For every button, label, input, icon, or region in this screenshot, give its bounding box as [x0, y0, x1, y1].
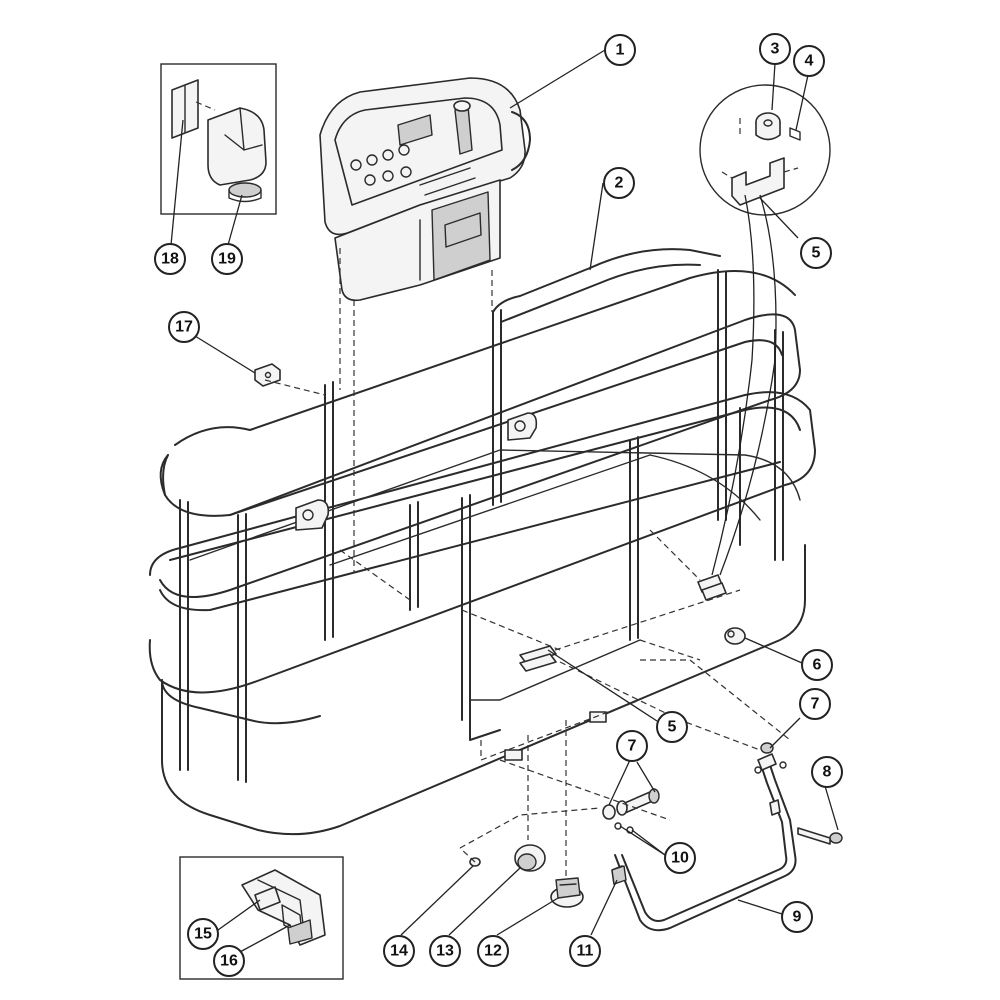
control-console	[319, 77, 531, 302]
svg-text:12: 12	[484, 943, 502, 960]
callout-11: 11	[569, 935, 601, 967]
svg-text:3: 3	[771, 41, 780, 58]
svg-text:6: 6	[813, 657, 822, 674]
svg-text:2: 2	[615, 175, 624, 192]
callout-13: 13	[429, 935, 461, 967]
inset-pivot-detail	[699, 84, 831, 216]
callout-14: 14	[383, 935, 415, 967]
svg-text:13: 13	[436, 943, 454, 960]
svg-text:7: 7	[628, 738, 637, 755]
callout-6: 6	[801, 649, 833, 681]
svg-text:18: 18	[161, 251, 179, 268]
svg-text:10: 10	[671, 850, 689, 867]
platform-basket	[148, 248, 816, 836]
inset-lanyard-anchor	[160, 63, 277, 215]
part-11-clip	[611, 865, 627, 885]
svg-text:17: 17	[175, 319, 193, 336]
callout-19: 19	[211, 243, 243, 275]
svg-text:5: 5	[812, 245, 821, 262]
svg-text:7: 7	[811, 696, 820, 713]
leader-lines	[170, 49, 839, 954]
svg-text:19: 19	[218, 251, 236, 268]
part-5-lower-bracket	[519, 645, 557, 672]
part-17-bracket	[254, 363, 281, 387]
callout-12: 12	[477, 935, 509, 967]
callout-5-lower: 5	[656, 711, 688, 743]
callout-7-right: 7	[799, 688, 831, 720]
part-5-upper-bracket	[697, 574, 727, 601]
svg-text:11: 11	[577, 943, 594, 960]
svg-text:8: 8	[823, 764, 832, 781]
part-12-footswitch	[550, 877, 584, 908]
assembly-lines	[264, 248, 791, 880]
part-13-horn	[514, 844, 546, 872]
callout-1: 1	[604, 34, 636, 66]
svg-text:15: 15	[194, 926, 212, 943]
callout-9: 9	[781, 901, 813, 933]
svg-text:1: 1	[616, 42, 625, 59]
part-6-bushing	[724, 627, 746, 645]
svg-text:4: 4	[805, 53, 814, 70]
callout-5-upper: 5	[800, 237, 832, 269]
svg-text:16: 16	[220, 953, 238, 970]
callout-18: 18	[154, 243, 186, 275]
svg-text:9: 9	[793, 909, 802, 926]
callout-7-left: 7	[616, 730, 648, 762]
inset-footswitch-guard	[179, 856, 344, 980]
callout-10: 10	[664, 842, 696, 874]
callout-8: 8	[811, 756, 843, 788]
callout-3: 3	[759, 33, 791, 65]
callout-2: 2	[603, 167, 635, 199]
callout-17: 17	[168, 311, 200, 343]
callout-4: 4	[793, 45, 825, 77]
callout-16: 16	[213, 945, 245, 977]
svg-text:14: 14	[390, 943, 408, 960]
callout-15: 15	[187, 918, 219, 950]
svg-text:5: 5	[668, 719, 677, 736]
